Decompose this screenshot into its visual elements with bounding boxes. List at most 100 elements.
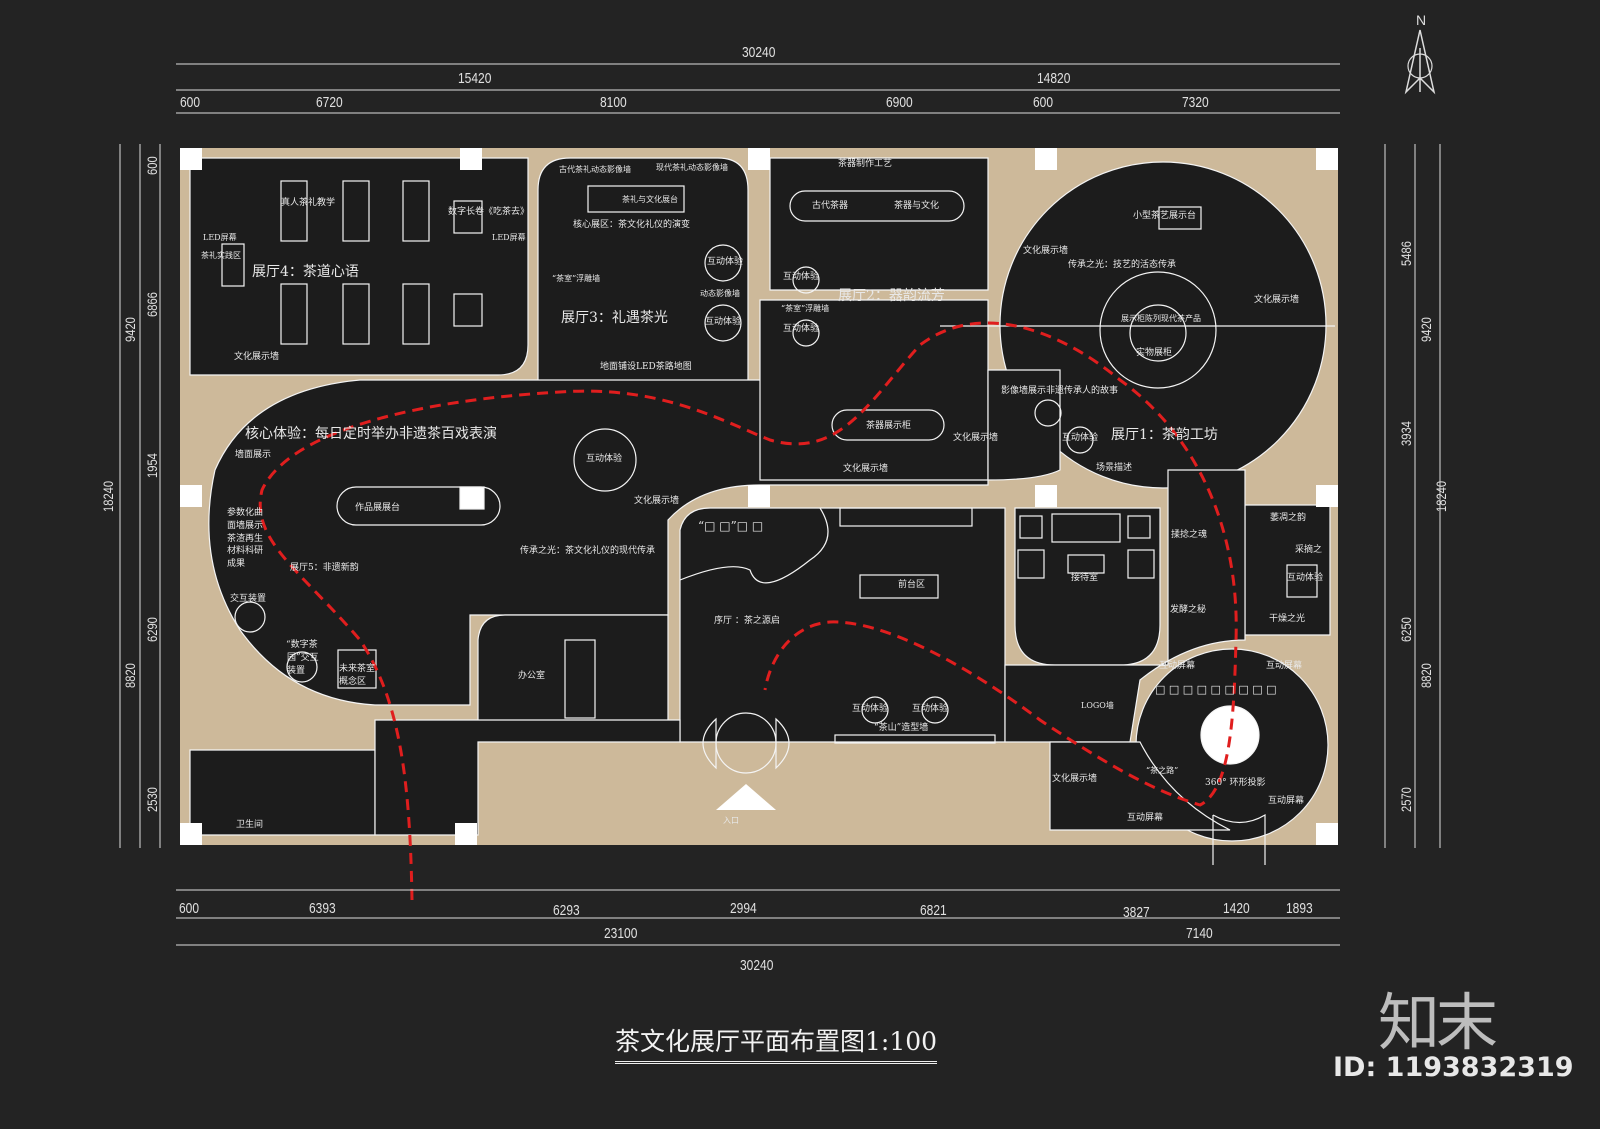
label-foyer-sign: “□ □”□ □ [698,519,764,533]
label-hall1: 展厅1：茶韵工坊 [1111,427,1218,443]
label-hall1-interact: 互动体验 [1062,433,1099,443]
hall4-room [189,157,529,376]
label-hall1-object: 实物展柜 [1136,348,1173,358]
label-hall5-param5: 成果 [227,559,246,569]
label-ferment: 发酵之秘 [1170,605,1207,615]
hall1-connector [987,369,1061,481]
watermark-id: ID: 1193832319 [1333,1052,1574,1083]
hall2-room [769,157,989,291]
watermark-logo: 知末 [1378,986,1498,1059]
label-wither: 萎凋之韵 [1270,513,1307,523]
foyer-room [679,507,1006,743]
label-foyer: 序厅 ：茶之源启 [714,616,780,626]
dimension-label: 14820 [1037,70,1071,87]
dimension-label: 1420 [1223,900,1250,917]
dimension-label: 2994 [730,900,757,917]
label-hall4-led1: LED屏幕 [203,233,237,242]
dimension-label: 30240 [740,957,774,974]
label-hall5-interact: 互动体验 [586,454,623,464]
hall1-circle [999,161,1327,489]
label-hall5-param4: 材料科研 [227,546,264,556]
dimension-label: 8820 [1418,663,1434,688]
label-hall3-interact1: 互动体验 [707,257,744,267]
dimension-label: 7140 [1186,925,1213,942]
label-hall2-interact1: 互动体验 [783,272,820,282]
dimension-label: 6821 [920,902,947,919]
dimension-label: 1893 [1286,900,1313,917]
label-tea-road: “茶之路” [1146,766,1179,775]
north-label: N [1416,12,1427,28]
dimension-label: 9420 [1418,317,1434,342]
dimension-label: 600 [179,900,200,917]
label-hall4-teaching: 真人茶礼教学 [281,198,336,208]
toilet-room [189,749,376,836]
rooms [189,157,1331,842]
label-hall5-wall: 墙面展示 [235,450,272,460]
label-hall5-core: 核心体验：每日定时举办非遗茶百戏表演 [245,426,497,442]
label-hall5-device: 交互装置 [230,594,267,604]
label-hall2-culture: 茶器与文化 [894,201,940,211]
dimension-label: 3827 [1123,904,1150,921]
tour-route [258,321,1238,901]
label-hall3-ancient: 古代茶礼动态影像墙 [559,165,631,174]
label-hall2-craft: 茶器制作工艺 [838,159,893,169]
dimension-label: 600 [1033,94,1054,111]
label-hall2-wall2: 文化展示墙 [843,464,889,474]
label-hall5-digital2: 园”交互 [287,653,319,663]
label-foyer-interact2: 互动体验 [912,704,949,714]
dimension-label: 18240 [100,480,116,512]
dimension-label: 6900 [886,94,913,111]
label-hall4-practice: 茶礼实践区 [201,251,241,260]
label-foyer-interact1: 互动体验 [852,704,889,714]
label-screen1: 互动屏幕 [1159,661,1196,671]
label-hall2-interact2: 互动体验 [783,324,820,334]
label-hall5-works: 作品展展台 [355,503,401,513]
label-screen2: 互动屏幕 [1266,661,1303,671]
dimension-label: 6866 [144,292,160,317]
dimension-label: 2570 [1398,787,1414,812]
label-hall5-future2: 概念区 [339,677,367,687]
label-hall1-scene: 场景描述 [1096,463,1133,473]
label-hall5-culturewall: 文化展示墙 [634,496,680,506]
label-guest-room: 接待室 [1071,573,1099,583]
label-hall3-relief: “茶室”浮雕墙 [552,274,601,283]
label-hall4: 展厅4：茶道心语 [252,264,359,280]
label-hall3-interact2: 互动体验 [705,317,742,327]
label-right-interact: 互动体验 [1287,573,1324,583]
label-hall2-ancient: 古代茶器 [812,201,849,211]
dimension-label: 6290 [144,617,160,642]
dimension-label: 6250 [1398,617,1414,642]
dimension-label: 8820 [122,663,138,688]
label-entrance: 入口 [723,816,739,825]
label-hall1-wall2: 文化展示墙 [1254,295,1300,305]
office-room [477,614,669,741]
label-culture-wall-bottom: 文化展示墙 [1052,774,1098,784]
label-hall3: 展厅3：礼遇茶光 [561,310,668,326]
label-hall5-future: 未来茶室 [339,664,376,674]
entrance-corridor [374,719,681,836]
lower-right-room [1049,741,1231,831]
label-hall3-stage: 茶礼与文化展台 [622,195,678,204]
label-hall2-cabinet: 茶器展示柜 [866,421,912,431]
label-rolling: 揉捻之魂 [1171,530,1208,540]
dimension-label: 18240 [1433,480,1449,512]
dimension-label: 7320 [1182,94,1209,111]
dimension-label: 2530 [144,787,160,812]
dimension-label: 8100 [600,94,627,111]
label-hall1-light: 传承之光：技艺的活态传承 [1068,260,1177,270]
label-hall1-small: 小型茶艺展示台 [1133,211,1197,221]
label-hall1-portrait: 影像墙展示非遗传承人的故事 [1001,386,1119,396]
label-hall5: 展厅5：非遗新韵 [290,563,359,573]
label-hall4-scroll: 数字长卷《吃茶去》 [448,207,530,217]
label-hall3-video: 动态影像墙 [700,289,740,298]
drawing-title: 茶文化展厅平面布置图1:100 [615,1022,938,1064]
label-hall4-wall: 文化展示墙 [234,352,280,362]
label-picking: 采摘之 [1295,545,1323,555]
dimension-label: 6293 [553,902,580,919]
label-logo-wall: LOGO墙 [1081,701,1114,710]
label-hall5-inherit: 传承之光：茶文化礼仪的现代传承 [520,546,656,556]
dimension-label: 6720 [316,94,343,111]
entrance-arrow [716,784,776,810]
dimension-label: 600 [144,156,160,175]
corridor-right [1004,469,1246,743]
